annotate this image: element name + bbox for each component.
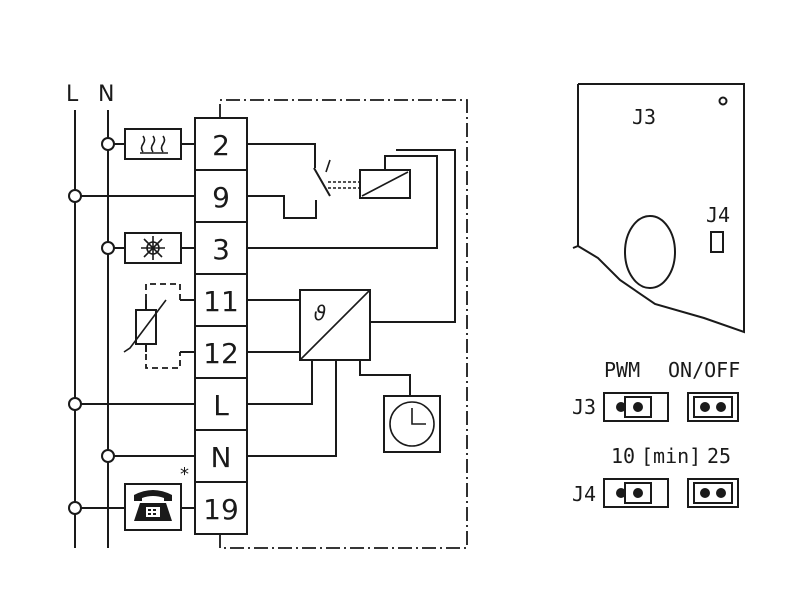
relay-icon [359, 169, 411, 199]
j4-min-label: [min] [641, 444, 701, 468]
controller-icon: ϑ [299, 289, 371, 361]
telephone-icon [124, 483, 182, 531]
clock-icon [383, 395, 441, 453]
j3-jumper-group: PWM ON/OFF J3 [572, 358, 740, 422]
internal-wiring [219, 99, 468, 549]
cool-icon [124, 232, 182, 264]
board-j4-tag: J4 [706, 203, 730, 227]
terminal-N: N [211, 441, 232, 474]
thermistor-icon [123, 283, 181, 369]
j4-jumper-10[interactable] [603, 478, 669, 508]
terminal-12: 12 [203, 337, 239, 370]
terminal-9: 9 [212, 181, 230, 214]
j3-jumper-pwm[interactable] [603, 392, 669, 422]
j4-jumper-group: 10 [min] 25 J4 [572, 444, 739, 508]
j4-label: J4 [572, 482, 596, 506]
terminal-2: 2 [212, 129, 230, 162]
terminal-3: 3 [212, 233, 230, 266]
terminal-L: L [213, 389, 229, 422]
terminal-11: 11 [203, 285, 239, 318]
neutral-bus-label: N [98, 82, 114, 107]
j3-jumper-onoff[interactable] [687, 392, 739, 422]
j4-25-label: 25 [707, 444, 731, 468]
board-j3-tag: J3 [632, 105, 656, 129]
live-bus-label: L [66, 82, 79, 107]
left-wiring [68, 137, 195, 515]
asterisk-note: * [180, 464, 189, 485]
j3-label: J3 [572, 395, 596, 419]
j4-jumper-25[interactable] [687, 478, 739, 508]
heat-icon [124, 128, 182, 160]
terminal-19: 19 [203, 493, 239, 526]
terminal-block: 2 9 3 11 12 L N 19 [194, 117, 248, 535]
j3-pwm-label: PWM [604, 358, 640, 382]
theta-symbol: ϑ [314, 301, 326, 325]
j3-onoff-label: ON/OFF [668, 358, 740, 382]
j4-10-label: 10 [611, 444, 635, 468]
pcb-board: J3 J4 [572, 83, 745, 334]
